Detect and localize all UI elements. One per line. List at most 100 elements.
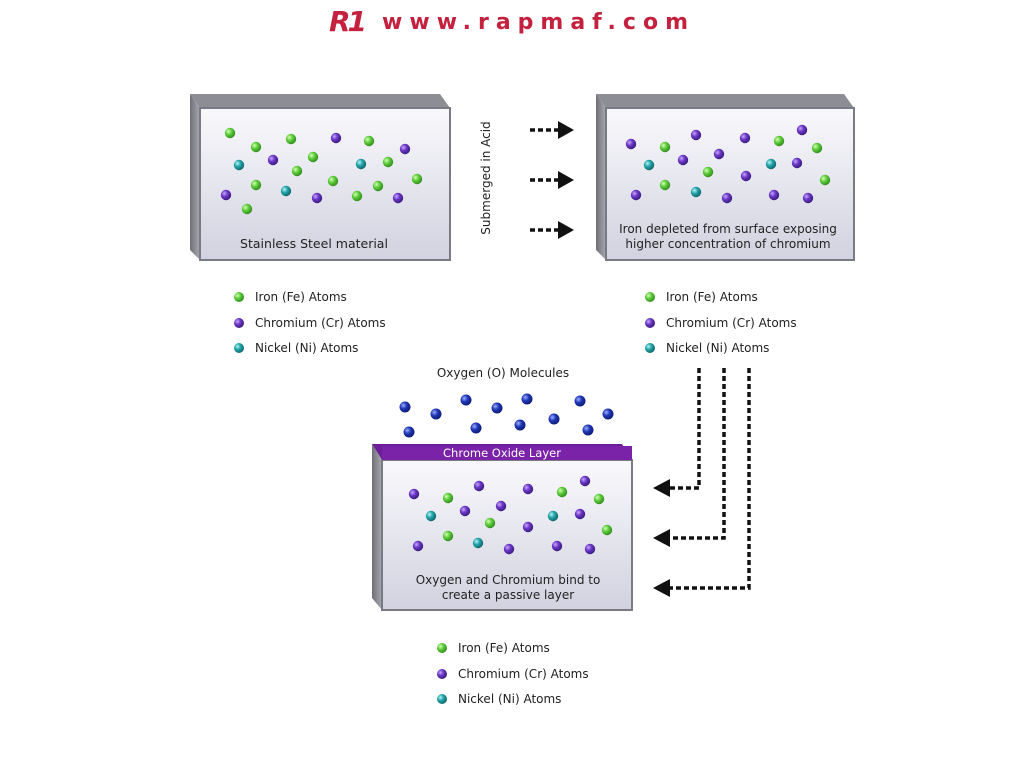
chromium-atom-icon — [503, 543, 515, 555]
chromium-atom-icon — [677, 154, 689, 166]
iron-atom-icon — [234, 292, 244, 302]
chromium-atom-icon — [392, 192, 404, 204]
arrow-right-icon — [530, 121, 574, 139]
nickel-atom-icon — [233, 159, 245, 171]
nickel-atom-icon — [425, 510, 437, 522]
iron-atom-icon — [442, 530, 454, 542]
legend-chromium-label: Chromium (Cr) Atoms — [255, 316, 386, 330]
iron-atom-icon — [773, 135, 785, 147]
iron-atom-icon — [327, 175, 339, 187]
nickel-atom-icon — [643, 159, 655, 171]
chromium-atom-icon — [459, 505, 471, 517]
chromium-atom-icon — [408, 488, 420, 500]
legend-depleted: Iron (Fe) Atoms Chromium (Cr) Atoms Nick… — [645, 290, 797, 355]
iron-atom-icon — [811, 142, 823, 154]
oxygen-atom-icon — [430, 408, 442, 420]
chromium-atom-icon — [690, 129, 702, 141]
chromium-atom-icon — [721, 192, 733, 204]
iron-atom-icon — [241, 203, 253, 215]
oxygen-atom-icon — [491, 402, 503, 414]
legend-nickel-label: Nickel (Ni) Atoms — [458, 692, 561, 706]
oxygen-atom-icon — [548, 413, 560, 425]
iron-atom-icon — [659, 179, 671, 191]
oxygen-atom-icon — [403, 426, 415, 438]
chromium-atom-icon — [473, 480, 485, 492]
chromium-atom-icon — [796, 124, 808, 136]
chromium-atom-icon — [220, 189, 232, 201]
oxygen-atom-icon — [574, 395, 586, 407]
chromium-atom-icon — [630, 189, 642, 201]
legend-nickel-label: Nickel (Ni) Atoms — [255, 341, 358, 355]
chromium-atom-icon — [645, 318, 655, 328]
iron-atom-icon — [593, 493, 605, 505]
chromium-atom-icon — [713, 148, 725, 160]
legend-chromium-label: Chromium (Cr) Atoms — [458, 667, 589, 681]
steel-block-depleted: Iron depleted from surface exposing high… — [596, 94, 855, 261]
process-label: Submerged in Acid — [479, 121, 493, 234]
iron-atom-icon — [351, 190, 363, 202]
iron-atom-icon — [363, 135, 375, 147]
iron-atom-icon — [702, 166, 714, 178]
caption-depleted-line1: Iron depleted from surface exposing — [619, 222, 837, 236]
chromium-atom-icon — [437, 669, 447, 679]
chrome-oxide-layer — [382, 446, 632, 460]
chromium-atom-icon — [802, 192, 814, 204]
iron-atom-icon — [645, 292, 655, 302]
iron-atom-icon — [250, 141, 262, 153]
nickel-atom-icon — [234, 343, 244, 353]
oxygen-label: Oxygen (O) Molecules — [437, 366, 569, 380]
oxygen-atom-icon — [460, 394, 472, 406]
nickel-atom-icon — [280, 185, 292, 197]
return-arrows — [653, 368, 751, 597]
legend-chromium-label: Chromium (Cr) Atoms — [666, 316, 797, 330]
chromium-atom-icon — [739, 132, 751, 144]
oxygen-atom-icon — [514, 419, 526, 431]
site-url: www.rapmaf.com — [382, 9, 695, 35]
iron-atom-icon — [484, 517, 496, 529]
legend-passive: Iron (Fe) Atoms Chromium (Cr) Atoms Nick… — [437, 641, 589, 706]
rapmaf-logo: R1 — [329, 5, 367, 38]
oxide-layer-label: Chrome Oxide Layer — [443, 446, 561, 460]
chromium-atom-icon — [579, 475, 591, 487]
caption-depleted-line2: higher concentration of chromium — [625, 237, 830, 251]
iron-atom-icon — [659, 141, 671, 153]
chromium-atom-icon — [551, 540, 563, 552]
steel-block-passive: Chrome Oxide Layer Oxygen and Chromium b… — [372, 444, 633, 611]
legend-initial: Iron (Fe) Atoms Chromium (Cr) Atoms Nick… — [234, 290, 386, 355]
iron-atom-icon — [601, 524, 613, 536]
arrow-right-icon — [530, 221, 574, 239]
chromium-atom-icon — [625, 138, 637, 150]
nickel-atom-icon — [765, 158, 777, 170]
atoms-depleted — [625, 124, 831, 204]
iron-atom-icon — [382, 156, 394, 168]
nickel-atom-icon — [437, 694, 447, 704]
nickel-atom-icon — [472, 537, 484, 549]
chromium-atom-icon — [768, 189, 780, 201]
caption-passive-line1: Oxygen and Chromium bind to — [416, 573, 601, 587]
iron-atom-icon — [307, 151, 319, 163]
nickel-atom-icon — [547, 510, 559, 522]
chromium-atom-icon — [584, 543, 596, 555]
atoms-passive — [408, 475, 613, 555]
iron-atom-icon — [442, 492, 454, 504]
nickel-atom-icon — [690, 186, 702, 198]
atoms-initial — [220, 127, 423, 215]
oxygen-atom-icon — [602, 408, 614, 420]
iron-atom-icon — [556, 486, 568, 498]
nickel-atom-icon — [645, 343, 655, 353]
nickel-atom-icon — [355, 158, 367, 170]
oxygen-molecules — [399, 393, 614, 438]
chromium-atom-icon — [267, 154, 279, 166]
chromium-atom-icon — [791, 157, 803, 169]
iron-atom-icon — [411, 173, 423, 185]
caption-initial: Stainless Steel material — [240, 236, 388, 251]
iron-atom-icon — [437, 643, 447, 653]
chromium-atom-icon — [330, 132, 342, 144]
iron-atom-icon — [285, 133, 297, 145]
oxygen-atom-icon — [470, 422, 482, 434]
legend-iron-label: Iron (Fe) Atoms — [255, 290, 347, 304]
chromium-atom-icon — [234, 318, 244, 328]
legend-iron-label: Iron (Fe) Atoms — [666, 290, 758, 304]
chromium-atom-icon — [311, 192, 323, 204]
